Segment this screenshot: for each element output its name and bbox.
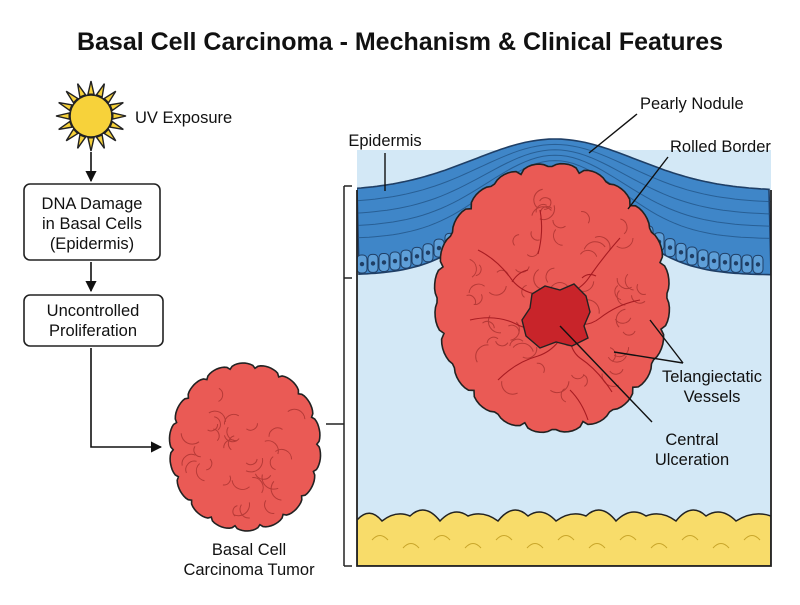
bracket — [326, 185, 352, 567]
sun-icon — [55, 80, 127, 152]
page-title: Basal Cell Carcinoma - Mechanism & Clini… — [77, 28, 723, 56]
ulceration-label-line-1: Central — [665, 431, 718, 449]
skin-cross-section — [356, 138, 772, 567]
dna-damage-box: DNA Damage in Basal Cells (Epidermis) — [23, 183, 161, 261]
dna-damage-line-1: DNA Damage — [42, 195, 143, 213]
telangiectatic-label-line-2: Vessels — [684, 388, 741, 406]
pearly-nodule-leader — [588, 113, 638, 154]
proliferation-box: Uncontrolled Proliferation — [23, 294, 164, 347]
uv-exposure-label: UV Exposure — [135, 109, 232, 127]
tumor-label-line-2: Carcinoma Tumor — [183, 561, 315, 579]
epidermis-label: Epidermis — [348, 132, 421, 150]
rolled-border-label: Rolled Border — [670, 138, 771, 156]
pearly-nodule-label: Pearly Nodule — [640, 95, 744, 113]
fat-layer — [357, 509, 771, 566]
ulceration-leader — [559, 325, 653, 423]
ulceration-label-line-2: Ulceration — [655, 451, 729, 469]
dna-damage-line-3: (Epidermis) — [50, 235, 134, 253]
dna-damage-line-2: in Basal Cells — [42, 215, 142, 233]
rolled-border-leader — [627, 156, 669, 210]
tumor-label-line-1: Basal Cell — [212, 541, 286, 559]
proliferation-line-1: Uncontrolled — [47, 302, 140, 320]
telangiectatic-leader-1 — [649, 319, 684, 364]
arrow-proliferation-to-tumor — [90, 348, 163, 453]
proliferation-line-2: Proliferation — [49, 322, 137, 340]
telangiectatic-label-line-1: Telangiectatic — [662, 368, 762, 386]
central-ulceration — [521, 283, 591, 349]
tumor-small-icon — [168, 362, 322, 532]
telangiectatic-leader-2 — [613, 351, 684, 364]
